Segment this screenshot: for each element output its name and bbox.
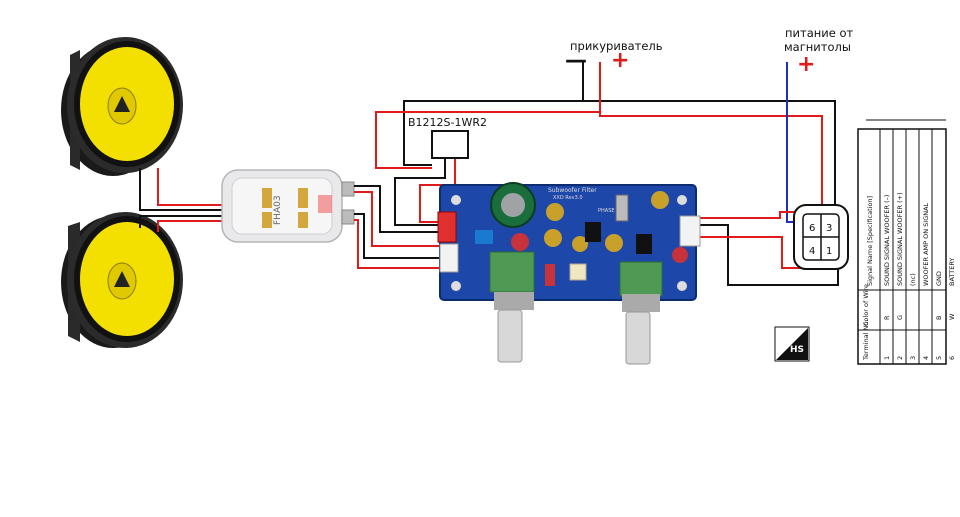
spec-row-no: 1 (883, 356, 891, 360)
spec-row-signal: (nc) (909, 273, 917, 286)
connector-pin-6: 6 (809, 223, 815, 234)
speaker-bottom (61, 212, 183, 348)
spec-header-terminal: Terminal No. (862, 320, 870, 361)
radio-plus-sign: + (797, 52, 816, 77)
dcdc-module-label: B1212S-1WR2 (408, 116, 488, 129)
spec-header-signal: Signal Name [Specification] (866, 196, 874, 286)
freq-knob-shaft (625, 311, 651, 365)
spec-row-no: 4 (922, 356, 930, 360)
spec-row-color: R (883, 315, 891, 320)
spec-row-color: B (935, 316, 943, 320)
radio-power-label-line2: магнитолы (784, 40, 851, 54)
spec-header-color: Color of Wire (862, 284, 870, 326)
spec-row-color: W (948, 313, 956, 320)
connector-pin-3: 3 (826, 223, 832, 234)
cigarette-lighter-label: прикуриватель (570, 39, 663, 53)
vehicle-connector: 6 3 4 1 (793, 204, 849, 270)
spec-row-color: G (896, 315, 904, 320)
connector-pin-4: 4 (809, 246, 815, 257)
lighter-minus-sign: — (565, 48, 587, 73)
rca-adapter: FHA03 (221, 169, 355, 243)
spec-row-no: 2 (896, 356, 904, 360)
dcdc-module (431, 130, 469, 159)
speaker-top-logo-icon (114, 96, 130, 112)
filter-board: Subwoofer Filter XXD Rev3.0 PHASE (437, 182, 701, 365)
gain-knob-shaft (497, 309, 523, 363)
spec-row-no: 3 (909, 356, 917, 360)
speaker-wires (139, 168, 225, 232)
hs-logo-icon: HS (774, 326, 810, 362)
spec-row-no: 6 (948, 356, 956, 360)
connector-pin-1: 1 (826, 246, 832, 257)
lighter-plus-sign: + (611, 48, 630, 73)
spec-row-no: 5 (935, 356, 943, 360)
board-title: Subwoofer Filter (548, 187, 597, 194)
spec-row-signal: BATTERY (948, 258, 956, 286)
speaker-bottom-logo-icon (114, 271, 130, 287)
board-subtitle: XXD Rev3.0 (553, 195, 583, 201)
board-phase-label: PHASE (598, 208, 615, 214)
radio-power-label-line1: питание от (785, 26, 854, 40)
spec-row-signal: GND (935, 271, 943, 286)
rca-to-board-wires (354, 185, 448, 269)
spec-row-signal: SOUND SIGNAL WOOFER (+) (896, 192, 904, 286)
svg-text:FHA03: FHA03 (273, 195, 283, 225)
spec-row-signal: WOOFER AMP ON SIGNAL (922, 202, 930, 286)
power-wires (375, 62, 839, 286)
spec-row-signal: SOUND SIGNAL WOOFER (–) (883, 195, 891, 286)
speaker-top (61, 37, 183, 176)
svg-text:HS: HS (790, 345, 804, 355)
